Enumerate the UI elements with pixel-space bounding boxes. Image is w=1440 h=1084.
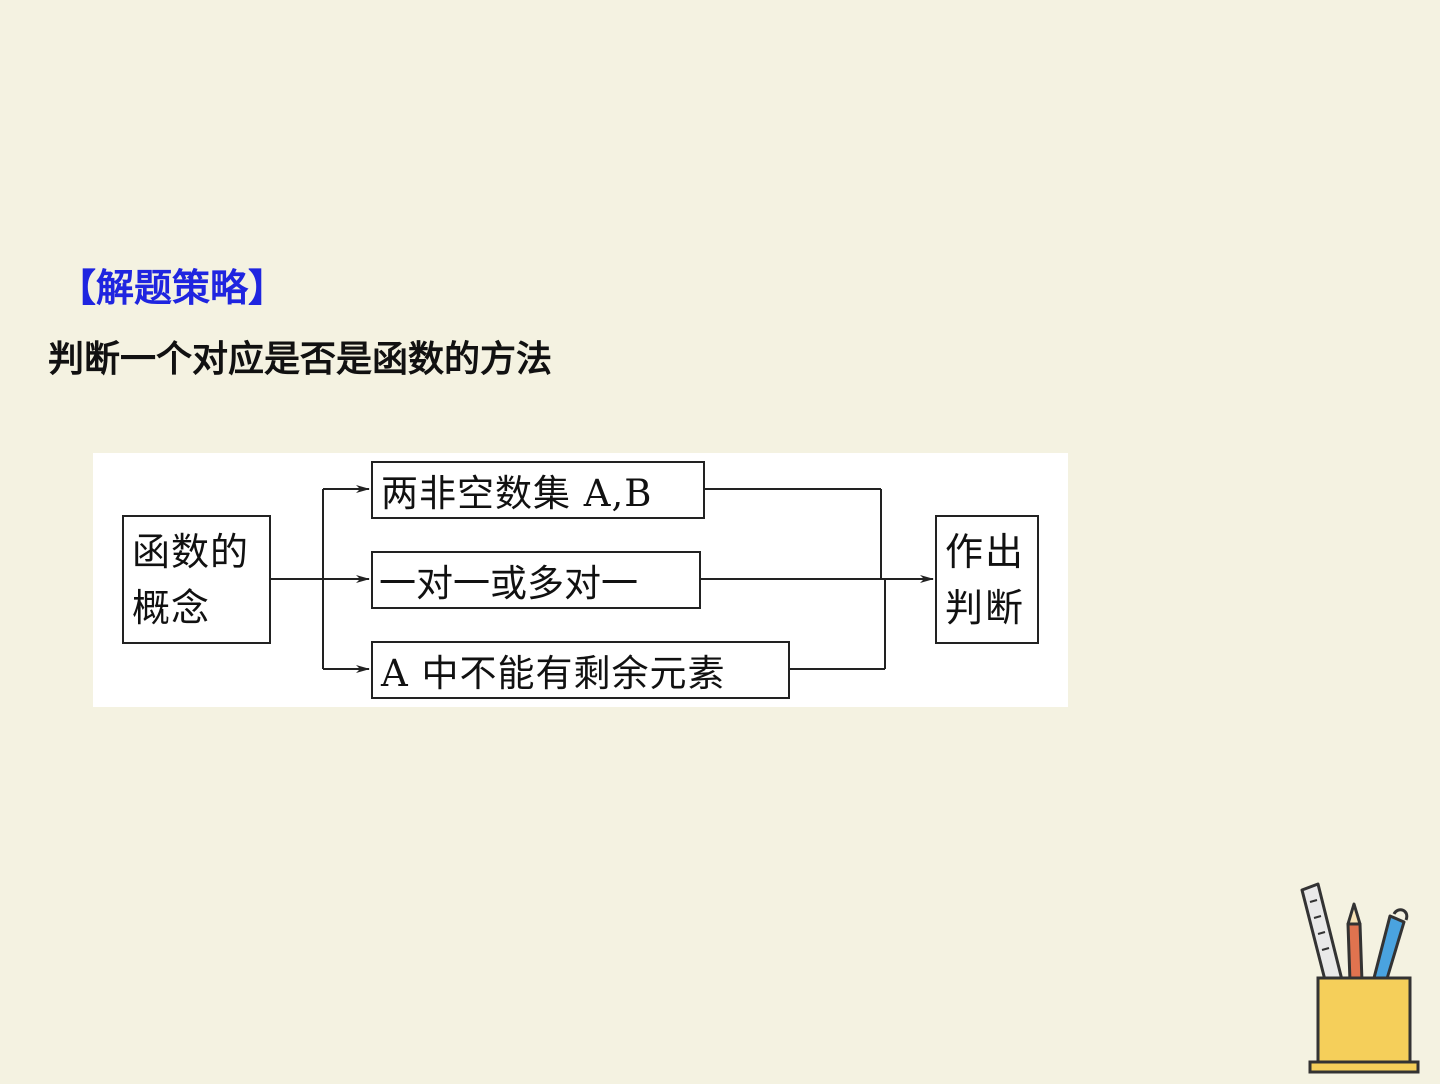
nonempty-sets-box: 两非空数集 A,B — [371, 461, 705, 519]
cup-icon — [1308, 976, 1420, 1074]
pencil-icon — [1346, 902, 1364, 984]
make-judgment-box: 作出 判断 — [935, 515, 1039, 644]
concept-line2: 概念 — [132, 585, 211, 630]
function-judgment-flowchart: 函数的 概念 两非空数集 A,B 一对一或多对一 A 中不能有剩余元素 作出 判… — [93, 453, 1068, 707]
result-line1: 作出 — [945, 529, 1026, 574]
pen-holder-icon — [1290, 880, 1430, 1080]
ruler-icon — [1300, 882, 1344, 986]
pen-icon — [1372, 908, 1409, 984]
no-remaining-elements-box: A 中不能有剩余元素 — [371, 641, 790, 699]
result-line2: 判断 — [945, 585, 1026, 630]
concept-line1: 函数的 — [132, 529, 250, 574]
no-remaining-elements-label: A 中不能有剩余元素 — [381, 652, 726, 695]
method-title: 判断一个对应是否是函数的方法 — [48, 338, 553, 380]
flowchart-connectors — [271, 485, 934, 673]
strategy-heading: 【解题策略】 — [58, 265, 287, 310]
mapping-type-box: 一对一或多对一 — [371, 551, 701, 609]
mapping-type-label: 一对一或多对一 — [379, 562, 638, 605]
nonempty-sets-label: 两非空数集 A,B — [381, 472, 653, 515]
function-concept-box: 函数的 概念 — [122, 515, 271, 644]
